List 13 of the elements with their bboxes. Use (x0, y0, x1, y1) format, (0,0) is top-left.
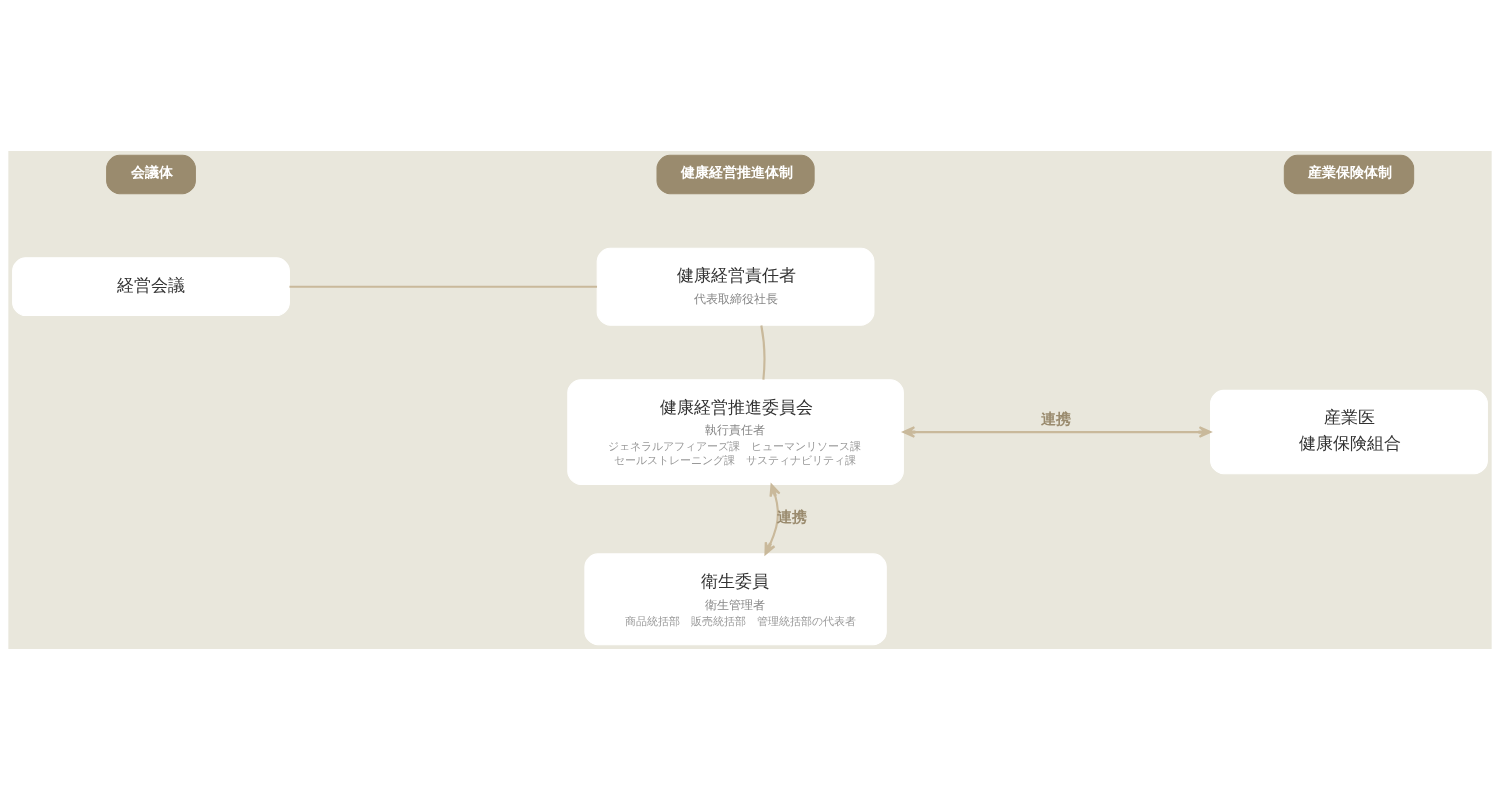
node-box: 健康経営推進委員会 執行責任者 ジェネラルアフィアーズ課 ヒューマンリソース課 セールストレーニング課 サスティナビリティ課 (567, 379, 904, 485)
connector (289, 285, 598, 288)
node-box: 産業保険体制 (1283, 154, 1415, 195)
node-box: 健康経営責任者 代表取締役社長 (596, 247, 875, 326)
node-box: 衛生委員 衛生管理者 商品統括部 販売統括部 管理統括部の代表者 (584, 553, 887, 646)
arrow (902, 426, 1212, 438)
node-box: 産業医 健康保険組合 (1210, 389, 1488, 475)
connector (760, 325, 766, 380)
node-box: 健康経営推進体制 (656, 154, 815, 195)
node-box: 経営会議 (12, 257, 290, 317)
node-box: 会議体 (106, 154, 196, 195)
arrow (764, 483, 781, 555)
edge-label: 連携 (1041, 409, 1072, 428)
